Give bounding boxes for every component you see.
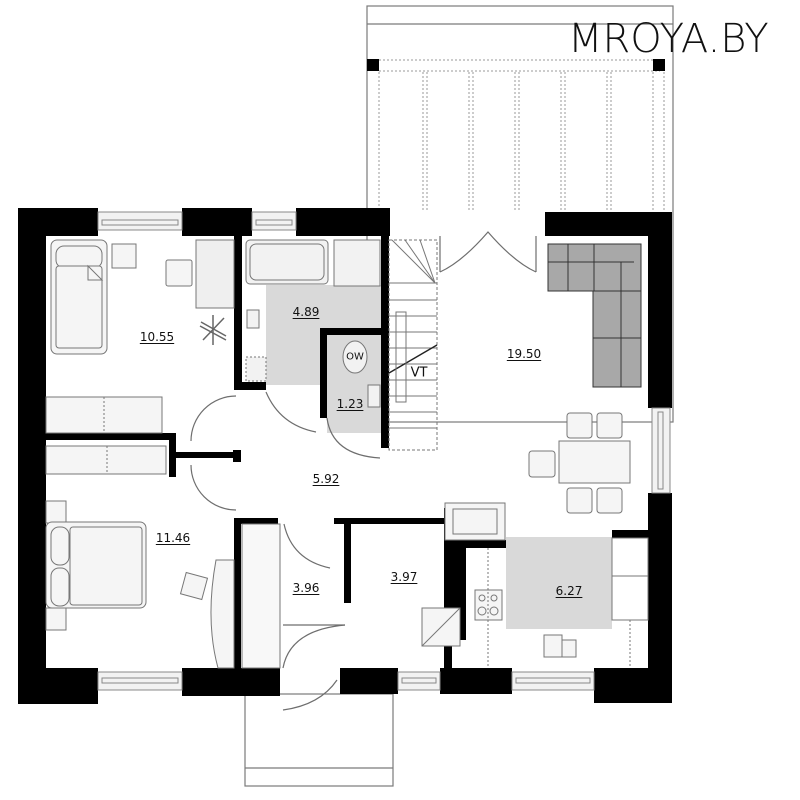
room-area-boiler-room: 3.97 [391,570,418,584]
sofa [548,244,641,387]
room-area-bathroom: 4.89 [293,305,320,319]
kitchen-floor [506,537,612,629]
plant-icon [200,315,226,345]
room-area-bedroom-1: 10.55 [140,330,174,344]
room-area-kitchen: 6.27 [556,584,583,598]
room-area-vestibule: 3.96 [293,581,320,595]
pergola [379,60,664,212]
room-area-bedroom-2: 11.46 [156,531,190,545]
toilet-label: OW [346,352,364,363]
room-area-wc: 1.23 [337,397,364,411]
ventilation-label: VT [411,366,428,381]
porch [245,694,393,786]
staircase [389,240,437,450]
dining-set [529,413,630,513]
watermark: MROYA.BY [568,14,769,64]
room-area-hall: 5.92 [313,472,340,486]
boiler [422,608,460,646]
bedroom-2-furniture [46,446,280,668]
pergola-post [367,59,379,71]
room-area-living-room: 19.50 [507,347,541,361]
